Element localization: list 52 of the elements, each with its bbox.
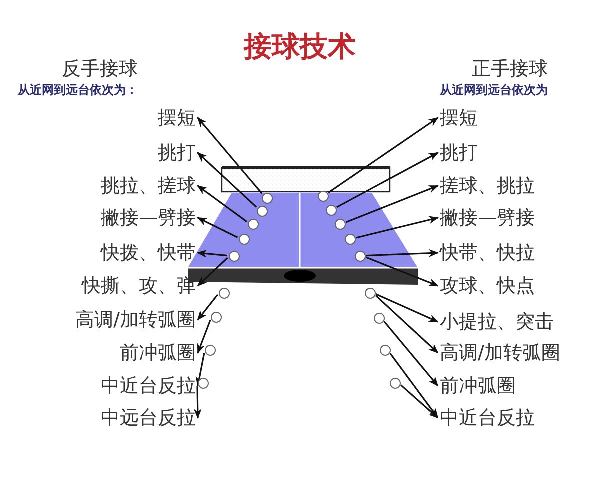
- arrow: [384, 321, 439, 387]
- arrow: [197, 250, 228, 258]
- subheading: 从近网到远台依次为：: [18, 82, 138, 99]
- arrow: [197, 320, 212, 354]
- technique-label: 中近台反拉: [101, 374, 196, 398]
- technique-label: 快带、快拉: [440, 241, 535, 265]
- ball-marker: [204, 344, 216, 356]
- technique-label: 攻球、快点: [440, 274, 535, 298]
- arrow: [376, 294, 439, 323]
- technique-label: 挑打: [440, 141, 478, 165]
- arrow: [346, 185, 439, 224]
- title: 接球技术: [242, 29, 357, 65]
- arrow: [328, 117, 439, 194]
- technique-label: 摆短: [440, 106, 478, 130]
- technique-label: 高调/加转弧圈: [440, 341, 560, 365]
- heading: 反手接球: [62, 57, 138, 82]
- technique-label: 小提拉、突击: [440, 310, 554, 334]
- arrow: [336, 152, 439, 208]
- arrow: [375, 295, 439, 354]
- ball-marker: [374, 312, 384, 324]
- ball-marker: [380, 344, 390, 356]
- arrow: [196, 353, 206, 387]
- arrow: [390, 353, 439, 419]
- arrow: [197, 117, 263, 194]
- technique-label: 撇接—劈接: [101, 206, 196, 230]
- arrow: [194, 386, 202, 419]
- arrow: [197, 185, 248, 222]
- arrow: [197, 294, 218, 321]
- ball-marker: [218, 288, 230, 298]
- technique-label: 快拨、快带: [101, 241, 196, 265]
- subheading: 从近网到远台依次为: [440, 82, 548, 99]
- arrow: [356, 216, 439, 239]
- arrow: [197, 152, 258, 208]
- arrow: [197, 257, 228, 287]
- ball-marker: [210, 312, 222, 322]
- technique-label: 高调/加转弧圈: [76, 308, 196, 332]
- ball-marker: [390, 378, 400, 388]
- technique-label: 中近台反拉: [440, 406, 535, 430]
- technique-label: 摆短: [158, 106, 196, 130]
- arrow: [400, 384, 439, 419]
- ball-marker: [364, 288, 376, 298]
- technique-label: 中远台反拉: [101, 406, 196, 430]
- technique-label: 搓球、挑拉: [440, 174, 535, 198]
- arrow: [197, 217, 238, 238]
- heading: 正手接球: [472, 57, 548, 82]
- technique-label: 前冲弧圈: [120, 341, 196, 365]
- technique-label: 挑拉、搓球: [101, 174, 196, 198]
- technique-label: 撇接—劈接: [440, 206, 535, 230]
- arrow: [366, 249, 439, 258]
- technique-label: 挑打: [158, 141, 196, 165]
- technique-label: 前冲弧圈: [440, 374, 516, 398]
- arrow: [366, 256, 439, 287]
